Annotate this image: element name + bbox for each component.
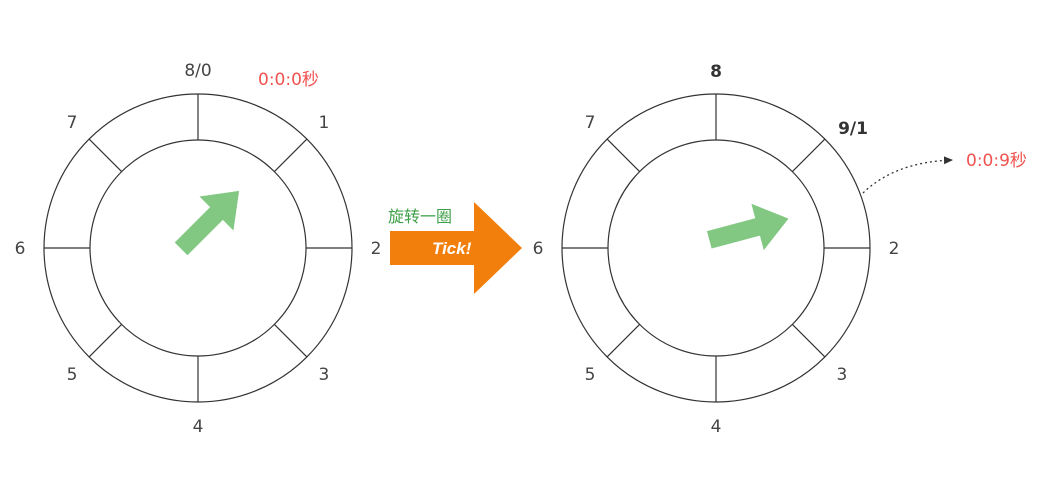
connector-arrow [862,156,953,194]
pointer-arrow-shape [174,190,240,256]
left-slot-dividers [44,94,352,402]
slot-label: 8/0 [184,61,211,81]
slot-divider [791,138,826,173]
slot-divider [606,323,641,358]
rotation-caption: 旋转一圈 [388,207,452,226]
slot-divider [273,138,308,173]
slot-label: 7 [67,113,78,133]
slot-label: 5 [67,365,78,385]
slot-divider [273,323,308,358]
slot-divider [606,138,641,173]
slot-label: 8 [710,62,722,82]
right-time-label: 0:0:9秒 [966,151,1027,171]
tick-label: Tick! [432,239,472,258]
left-time-label: 0:0:0秒 [258,70,319,90]
slot-label: 1 [318,113,329,133]
slot-label: 5 [585,365,596,385]
slot-divider [88,138,123,173]
left-timing-wheel: 8/0 1 2 3 4 5 6 7 0:0:0秒 [15,61,382,437]
slot-label: 9/1 [838,119,868,139]
slot-label: 4 [711,417,722,437]
slot-divider [88,323,123,358]
slot-label: 2 [889,239,900,259]
right-slot-labels: 8 9/1 2 3 4 5 6 7 [533,62,900,437]
rotation-indicator: 旋转一圈 Tick! [388,202,522,294]
slot-label: 7 [585,113,596,133]
right-inner-ring [607,139,825,357]
slot-label: 4 [193,417,204,437]
arrow-right-icon [706,203,789,251]
right-timing-wheel: 8 9/1 2 3 4 5 6 7 0:0:9秒 [533,62,1027,437]
left-inner-ring [89,139,307,357]
slot-label: 6 [15,239,26,259]
arrow-up-right-icon [174,190,240,256]
slot-divider [791,323,826,358]
pointer-arrow-shape [706,203,789,251]
slot-label: 3 [318,365,329,385]
slot-label: 6 [533,239,544,259]
slot-label: 3 [836,365,847,385]
right-slot-dividers [562,94,870,402]
slot-label: 2 [371,239,382,259]
arrow-right-icon [390,202,522,294]
left-slot-labels: 8/0 1 2 3 4 5 6 7 [15,61,382,437]
